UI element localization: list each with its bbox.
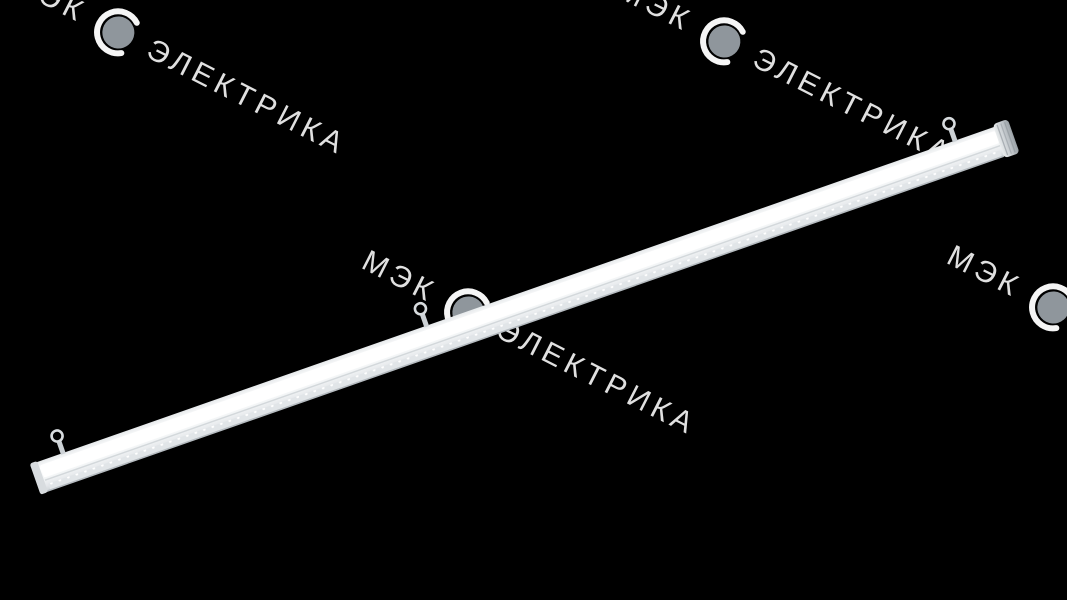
end-cap-right <box>993 120 1019 158</box>
mounting-hook <box>413 301 430 328</box>
fixture-diffuser <box>40 131 999 478</box>
mounting-hook <box>50 429 66 455</box>
mounting-hook <box>942 116 958 143</box>
fixture-seam <box>44 145 1001 481</box>
led-dots <box>48 150 1002 490</box>
fixture-bottom-edge <box>46 155 1005 493</box>
end-cap-left <box>30 461 48 495</box>
